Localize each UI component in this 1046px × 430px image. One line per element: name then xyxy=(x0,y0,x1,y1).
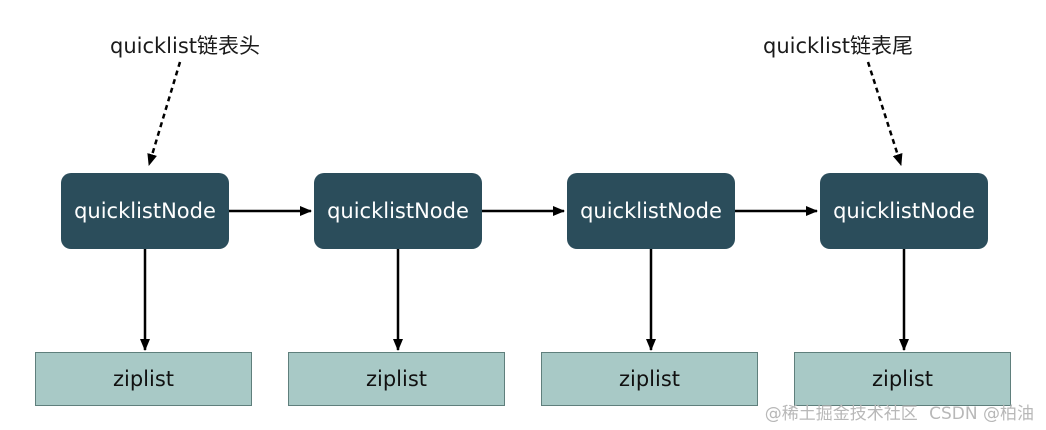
ziplist-box-2: ziplist xyxy=(288,352,505,406)
ziplist-box-4: ziplist xyxy=(794,352,1011,406)
ziplist-box-3: ziplist xyxy=(541,352,758,406)
tail-label: quicklist链表尾 xyxy=(763,34,914,58)
head-label: quicklist链表头 xyxy=(110,34,261,58)
quicklist-node-3: quicklistNode xyxy=(567,173,735,249)
watermark-line-2: CSDN @柏油 xyxy=(929,404,1034,424)
watermark: @稀土掘金技术社区 CSDN @柏油 xyxy=(765,399,1034,424)
tail-pointer-arrow xyxy=(866,61,903,166)
quicklist-node-4: quicklistNode xyxy=(820,173,988,249)
quicklist-node-2: quicklistNode xyxy=(314,173,482,249)
head-pointer-arrow xyxy=(147,61,182,166)
watermark-line-1: @稀土掘金技术社区 xyxy=(764,404,918,424)
quicklist-node-1: quicklistNode xyxy=(61,173,229,249)
ziplist-box-1: ziplist xyxy=(35,352,252,406)
